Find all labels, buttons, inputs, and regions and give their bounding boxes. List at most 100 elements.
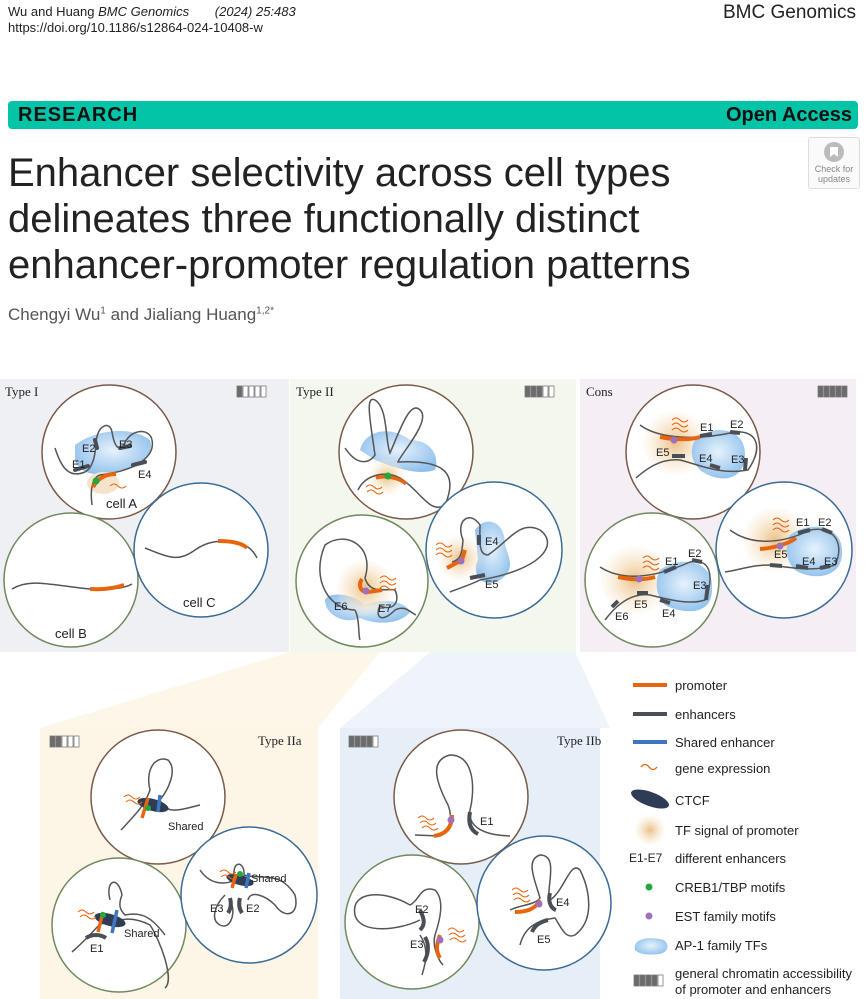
figure-legend: promoter enhancers Shared enhancer gene … <box>629 678 853 997</box>
open-access-label: Open Access <box>726 104 852 126</box>
accessibility-segment-empty <box>260 385 267 398</box>
tf-signal-glow <box>87 472 119 494</box>
ctcf-ellipse-icon <box>631 789 669 809</box>
svg-text:E2: E2 <box>818 517 831 529</box>
svg-text:E2: E2 <box>688 548 701 560</box>
accessibility-segment-filled <box>530 385 537 398</box>
svg-text:E4: E4 <box>699 453 712 465</box>
creb1-motif-dot <box>92 477 100 485</box>
panel-title-cons: Cons <box>586 384 613 399</box>
accessibility-segment-filled <box>823 385 830 398</box>
type2b-cell-b: E2 E3 <box>344 854 480 990</box>
legend-label: gene expression <box>675 761 770 776</box>
check-for-updates-button[interactable]: Check for updates <box>808 137 860 189</box>
accessibility-bar-icon <box>633 974 664 987</box>
type1-cell-c: cell C <box>133 482 269 618</box>
accessibility-segment-empty <box>61 735 68 748</box>
journal-brand: BMC Genomics <box>722 2 856 23</box>
purple-dot-icon <box>645 912 653 920</box>
accessibility-bar-type2a <box>49 735 80 748</box>
svg-text:E1: E1 <box>700 422 713 434</box>
svg-text:E5: E5 <box>656 447 669 459</box>
accessibility-segment-filled <box>366 735 373 748</box>
svg-text:E5: E5 <box>537 934 550 946</box>
accessibility-segment-empty <box>254 385 261 398</box>
author-list: Chengyi Wu1 and Jialiang Huang1,2* <box>8 305 274 325</box>
type2b-cell-a: E1 <box>393 729 529 865</box>
enhancer-range-text: E1-E7 <box>629 851 663 865</box>
svg-text:E2: E2 <box>415 904 428 916</box>
accessibility-segment-filled <box>360 735 367 748</box>
accessibility-segment-empty <box>248 385 255 398</box>
svg-text:E4: E4 <box>556 897 569 909</box>
accessibility-segment-empty <box>548 385 555 398</box>
accessibility-segment-filled <box>841 385 848 398</box>
legend-label: general chromatin accessibility <box>675 966 853 981</box>
author-name[interactable]: Jialiang Huang <box>143 305 257 324</box>
type2-cell-a <box>338 384 474 520</box>
svg-text:E1: E1 <box>480 816 493 828</box>
legend-label: CREB1/TBP motifs <box>675 880 786 895</box>
legend-label: AP-1 family TFs <box>675 938 768 953</box>
accessibility-segment-empty <box>73 735 80 748</box>
accessibility-segment-filled <box>639 974 646 987</box>
author-connector: and <box>110 305 139 324</box>
author-name[interactable]: Chengyi Wu <box>8 305 101 324</box>
badge-line2: updates <box>817 174 851 184</box>
bookmark-icon <box>824 142 844 162</box>
accessibility-segment-filled <box>651 974 658 987</box>
svg-text:E3: E3 <box>731 454 744 466</box>
svg-text:E2: E2 <box>82 443 95 455</box>
journal-name: BMC Genomics <box>98 4 190 19</box>
accessibility-segment-filled <box>55 735 62 748</box>
svg-text:Shared: Shared <box>124 928 159 940</box>
legend-label: promoter <box>675 678 728 693</box>
svg-text:E1: E1 <box>796 517 809 529</box>
legend-label: of promoter and enhancers <box>675 982 832 997</box>
svg-text:E6: E6 <box>334 601 347 613</box>
svg-text:E4: E4 <box>662 608 675 620</box>
green-dot-icon <box>645 883 653 891</box>
accessibility-segment-filled <box>536 385 543 398</box>
legend-label: enhancers <box>675 707 736 722</box>
svg-text:E7: E7 <box>378 603 391 615</box>
type1-cell-b: cell B <box>3 512 139 648</box>
legend-label: CTCF <box>675 793 710 808</box>
zoom-connector-a <box>40 652 380 728</box>
accessibility-segment-filled <box>524 385 531 398</box>
accessibility-bar-type2b <box>348 735 379 748</box>
type2-cell-c: E4 E5 <box>425 481 563 619</box>
ap1-blob-icon <box>634 938 668 955</box>
panel-title-type2a: Type IIa <box>258 733 302 748</box>
svg-text:E3: E3 <box>410 939 423 951</box>
cons-cell-b: E1 E2 E3 E4 E5 E6 <box>584 512 720 648</box>
legend-label: TF signal of promoter <box>675 823 799 838</box>
svg-text:E4: E4 <box>485 536 498 548</box>
zoom-connector-b <box>340 652 610 728</box>
type1-cell-a: E1 E2 E3 E4 cell A <box>41 384 177 520</box>
type2-cell-b: E6 E7 <box>295 514 429 648</box>
accessibility-segment-empty <box>242 385 249 398</box>
accessibility-segment-filled <box>829 385 836 398</box>
type2a-cell-c: Shared E3 E2 <box>180 826 318 964</box>
svg-text:E2: E2 <box>246 903 259 915</box>
accessibility-segment-filled <box>354 735 361 748</box>
svg-text:E4: E4 <box>138 469 151 481</box>
accessibility-segment-filled <box>633 974 640 987</box>
svg-text:E1: E1 <box>90 943 103 955</box>
accessibility-segment-empty <box>372 735 379 748</box>
accessibility-segment-filled <box>645 974 652 987</box>
svg-text:E1: E1 <box>72 459 85 471</box>
panel-title-type1: Type I <box>5 384 38 399</box>
title-line: delineates three functionally distinct <box>8 197 640 241</box>
doi-link[interactable]: https://doi.org/10.1186/s12864-024-10408… <box>8 20 263 35</box>
article-title: Enhancer selectivity across cell types d… <box>8 150 691 288</box>
svg-text:Shared: Shared <box>251 873 286 885</box>
tf-signal-glow-icon <box>635 815 665 845</box>
svg-text:cell B: cell B <box>55 626 87 641</box>
type2a-cell-b: Shared E1 <box>51 857 187 993</box>
accessibility-segment-empty <box>67 735 74 748</box>
legend-label: Shared enhancer <box>675 735 775 750</box>
badge-line1: Check for <box>814 164 854 174</box>
